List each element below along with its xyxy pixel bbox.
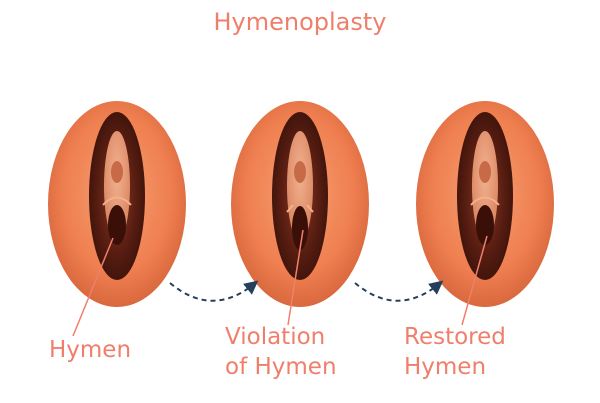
label-restored-line-1: Restored	[404, 324, 506, 350]
label-hymen: Hymen	[49, 335, 131, 365]
label-restored-line-2: Hymen	[404, 354, 487, 380]
pointer-line-hymen	[72, 237, 114, 337]
pointer-line-restored	[461, 235, 488, 326]
label-violation-line-2: of Hymen	[225, 354, 337, 380]
page-title: Hymenoplasty	[213, 8, 387, 36]
label-hymen-text: Hymen	[49, 337, 132, 363]
label-violation-of-hymen: Violation of Hymen	[225, 322, 337, 382]
stage-violation-of-hymen	[231, 101, 369, 307]
curved-dashed-arrow-icon	[169, 280, 259, 302]
curved-dashed-arrow-icon	[354, 280, 444, 302]
stage-hymen	[48, 101, 186, 307]
label-restored-hymen: Restored Hymen	[404, 322, 506, 382]
label-violation-line-1: Violation	[225, 324, 326, 350]
pointer-line-violation	[287, 229, 304, 326]
stage-restored-hymen	[416, 101, 554, 307]
